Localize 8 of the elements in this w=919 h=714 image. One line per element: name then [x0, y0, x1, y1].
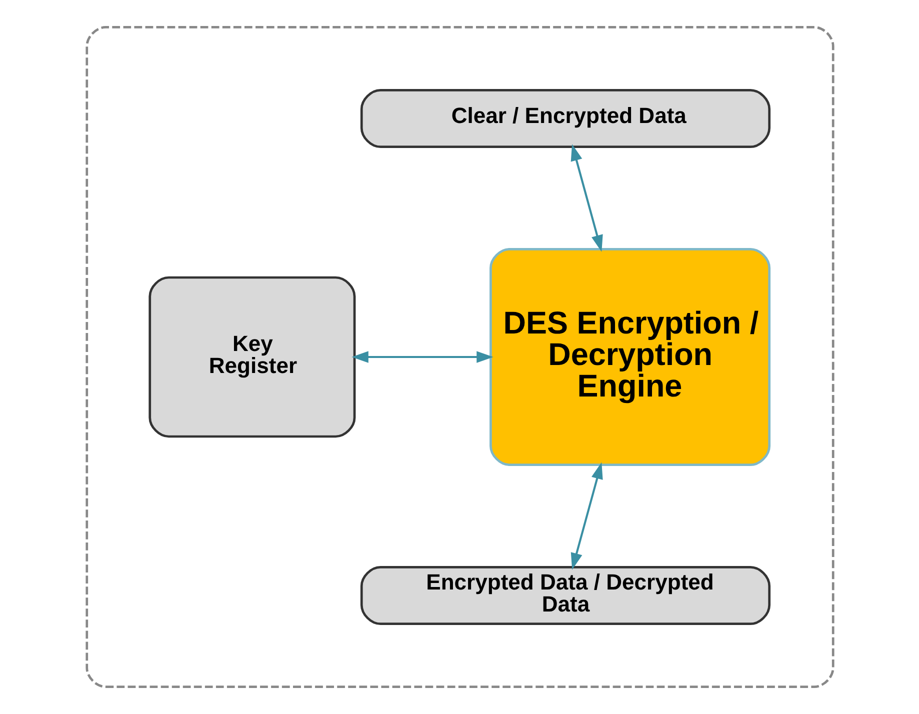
arrow — [570, 144, 602, 252]
node-box: Key Register — [148, 276, 356, 438]
node-box: Clear / Encrypted Data — [360, 88, 770, 148]
cluster — [85, 26, 834, 688]
node-box: DES Encryption / Decryption Engine — [489, 248, 770, 466]
node-box: Encrypted Data / Decrypted Data — [360, 566, 770, 626]
arrow — [351, 351, 493, 363]
arrow — [570, 462, 602, 570]
